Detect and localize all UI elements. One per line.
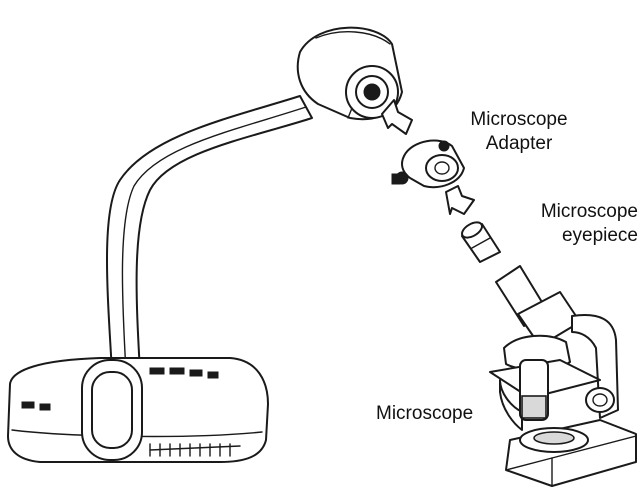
eyepiece-label-line1: Microscope	[500, 200, 638, 224]
adapter-label: Microscope Adapter	[456, 108, 582, 156]
microscope-adapter	[392, 141, 464, 188]
base-unit	[8, 358, 268, 462]
arrow-down-right-icon	[446, 186, 474, 214]
adapter-label-line1: Microscope	[456, 108, 582, 132]
microscope	[490, 266, 636, 486]
microscope-label: Microscope	[376, 402, 473, 426]
microscope-eyepiece	[459, 219, 500, 262]
eyepiece-label: Microscope eyepiece	[500, 200, 638, 248]
eyepiece-label-line2: eyepiece	[500, 224, 638, 248]
gooseneck-arm	[107, 96, 312, 372]
camera-head	[298, 28, 402, 119]
adapter-label-line2: Adapter	[456, 132, 582, 156]
